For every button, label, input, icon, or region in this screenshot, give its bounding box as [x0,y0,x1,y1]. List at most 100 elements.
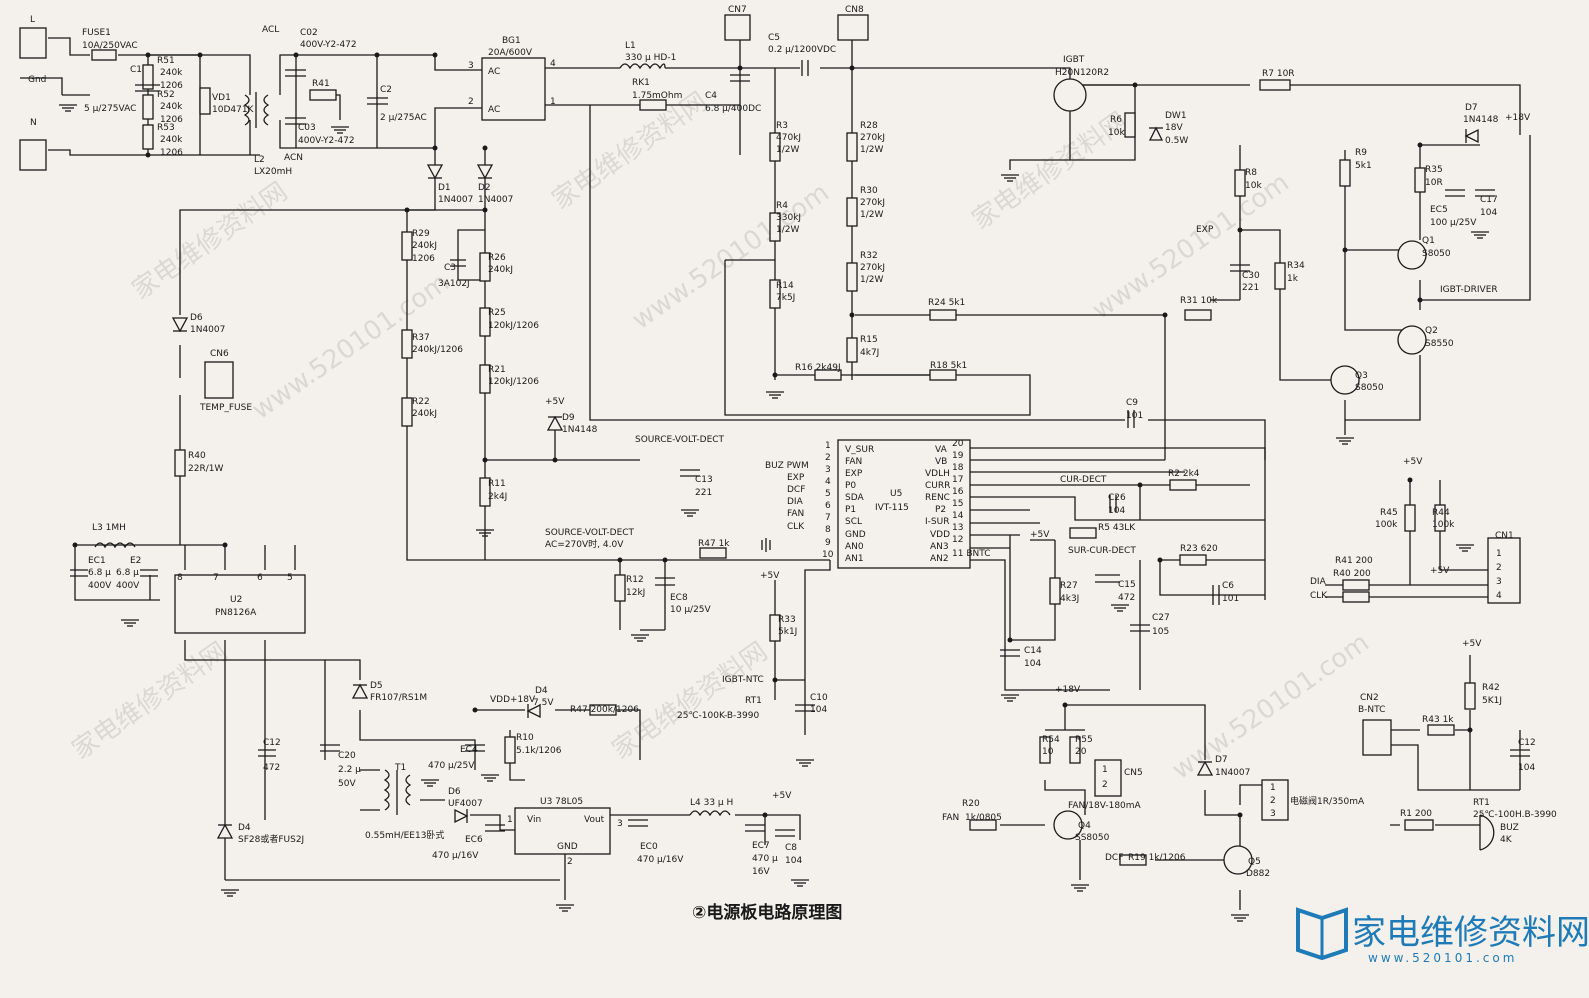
label-c2v: 2 μ/275AC [380,113,427,123]
label-fuse1v: 10A/250VAC [82,41,138,51]
label-r4v: 330kJ [776,213,801,223]
label-rt1a: RT1 [745,696,762,706]
watermark-url: www.520101.com [627,178,835,336]
label-rk1: RK1 [632,78,650,88]
label-c03v: 400V-Y2-472 [298,136,355,146]
label-u7: SCL [845,517,862,527]
label-c1: C1 [130,65,142,75]
label-q2: Q2 [1425,326,1438,336]
label-c5v: 0.2 μ/1200VDC [768,45,836,55]
label-r41b: R41 200 [1335,556,1373,566]
label-u2: FAN [845,457,862,467]
label-u4: P0 [845,481,856,491]
label-c1p: 1 [1496,549,1502,559]
label-r15v: 4k7J [860,348,879,358]
label-n15: 15 [952,499,963,509]
label-r25v: 120kJ/1206 [488,321,539,331]
label-l_conn: L [30,15,35,25]
label-acl: ACL [262,25,279,35]
label-u5v: IVT-115 [875,503,909,513]
label-buz: BUZ [1500,823,1519,833]
label-r55: R55 [1075,735,1093,745]
label-igbtv: H20N120R2 [1055,68,1109,78]
label-c17: C17 [1480,195,1498,205]
label-n_conn: N [30,118,37,128]
label-c3: C3 [444,263,456,273]
label-r22: R22 [412,397,430,407]
label-u18: VDLH [925,469,950,479]
label-cn2v: B-NTC [1358,705,1385,715]
label-r54v: 10 [1042,747,1054,757]
label-r35: R35 [1425,165,1443,175]
label-l1: L1 [625,41,636,51]
label-u6: P1 [845,505,856,515]
label-acn: ACN [284,153,303,163]
label-d2: D2 [478,183,491,193]
label-igbt: IGBT [1063,55,1085,65]
label-v5b: +5V [1030,530,1050,540]
label-svd1: SOURCE-VOLT-DECT [635,435,725,445]
label-c26v: 104 [1108,506,1125,516]
label-cn2: CN2 [1360,693,1379,703]
label-d4b: D4 [238,823,251,833]
label-t1: T1 [394,763,406,773]
label-svd2: SOURCE-VOLT-DECT [545,528,635,538]
label-c12bv: 104 [1518,763,1535,773]
label-u13: VDD [930,530,950,540]
label-c6v: 101 [1222,594,1239,604]
label-n4: 4 [825,477,831,487]
label-n16: 16 [952,487,964,497]
label-r30p: 1/2W [860,210,883,220]
label-intc: IGBT-NTC [722,675,764,685]
label-c15: C15 [1118,580,1136,590]
label-igbtd: IGBT-DRIVER [1440,285,1498,295]
label-c30: C30 [1242,271,1260,281]
label-c10v: 104 [810,705,827,715]
label-rk1v: 1.75mOhm [632,91,682,101]
label-u2v: PN8126A [215,608,257,618]
label-ec8v: 10 μ/25V [670,605,712,615]
label-r47: R47 1k [698,539,730,549]
label-e2v: 6.8 μ [116,568,139,578]
label-vdd: VDD+18V [490,695,536,705]
label-ac1: AC [488,67,500,77]
label-ec6: EC6 [465,835,483,845]
label-r40b: R40 200 [1333,569,1371,579]
label-ec1: EC1 [88,556,106,566]
label-p4: 4 [550,59,556,69]
label-c4v: 6.8 μ/400DC [705,104,761,114]
label-u14: I-SUR [925,517,949,527]
label-r23: R23 620 [1180,544,1218,554]
label-ec6v: 470 μ/16V [432,851,479,861]
label-v18b: +18V [1055,685,1081,695]
label-c12v: 472 [263,763,280,773]
label-l2v: LX20mH [254,167,292,177]
label-r20v: 1k/0805 [965,813,1002,823]
label-ec4: EC4 [460,745,478,755]
label-q1v: S8050 [1422,249,1451,259]
label-c13: C13 [695,475,713,485]
label-c26: C26 [1108,493,1126,503]
label-l3: L3 1MH [92,523,126,533]
label-u8: GND [845,530,866,540]
label-r4: R4 [776,201,788,211]
label-r53p: 1206 [160,148,183,158]
label-r27v: 4k3J [1060,594,1079,604]
label-ac2: AC [488,105,500,115]
label-r28: R28 [860,121,878,131]
label-gnd: GND [557,842,578,852]
label-vp2: 2 [1270,796,1276,806]
label-l2: L2 [254,155,265,165]
label-u10: AN1 [845,554,864,564]
label-c27v: 105 [1152,627,1169,637]
label-r11v: 2k4J [488,492,507,502]
label-d6av: 1N4007 [190,325,225,335]
label-d2v: 1N4007 [478,195,513,205]
label-cn6v: TEMP_FUSE [199,403,252,413]
label-vp1: 1 [1270,783,1276,793]
label-r11: R11 [488,479,506,489]
label-r44v: 100k [1432,520,1455,530]
label-r21: R21 [488,365,506,375]
label-p8: 8 [177,573,183,583]
